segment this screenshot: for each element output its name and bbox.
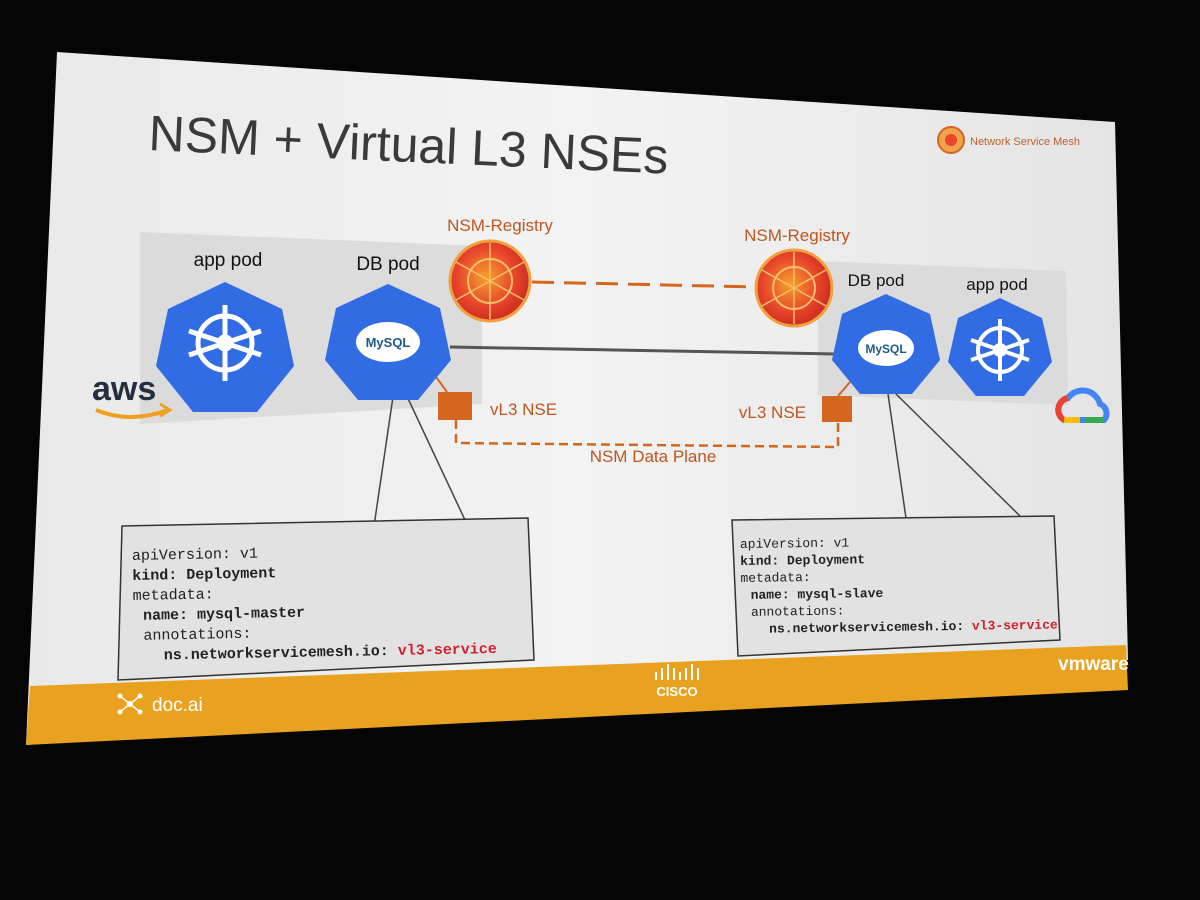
left-nsm-registry: NSM-Registry xyxy=(447,216,553,323)
right-yaml-annotation-line: ns.networkservicemesh.io: vl3-service xyxy=(769,618,1058,637)
callout-line-left-b xyxy=(403,389,466,521)
right-yaml-kind: kind: Deployment xyxy=(740,552,865,569)
left-db-pod: MySQL DB pod xyxy=(325,254,451,400)
aws-logo: aws xyxy=(92,370,173,419)
docai-logo: doc.ai xyxy=(117,693,203,716)
right-db-pod-label: DB pod xyxy=(848,271,905,290)
nsm-brand-logo: Network Service Mesh xyxy=(937,126,1080,154)
brand-text: Network Service Mesh xyxy=(970,136,1080,148)
callout-line-left-a xyxy=(373,389,395,527)
db-to-nse-right xyxy=(837,381,851,397)
k8s-helm-icon xyxy=(970,319,1030,381)
right-vl3-nse-label: vL3 NSE xyxy=(739,403,806,422)
right-mysql-text: MySQL xyxy=(865,342,906,356)
left-app-pod-label: app pod xyxy=(194,250,263,271)
left-yaml-annotations: annotations: xyxy=(143,626,251,645)
right-yaml-annotations: annotations: xyxy=(751,604,845,620)
left-vl3-nse-box xyxy=(438,392,472,420)
left-yaml-apiversion: apiVersion: v1 xyxy=(132,546,258,565)
data-plane-dashed-path xyxy=(454,420,840,449)
left-app-pod: app pod xyxy=(156,250,294,412)
left-yaml-name: name: mysql-master xyxy=(143,605,305,625)
right-db-pod: MySQL DB pod xyxy=(832,271,940,394)
mysql-database-icon xyxy=(356,322,420,362)
right-nsm-registry: NSM-Registry xyxy=(744,226,850,328)
vmware-logo: vmware xyxy=(1058,654,1129,675)
footer-band xyxy=(26,645,1128,745)
registry-dashed-link xyxy=(531,280,757,289)
callout-line-right-b xyxy=(895,393,1021,517)
left-vl3-nse-label: vL3 NSE xyxy=(490,400,557,419)
left-yaml-metadata: metadata: xyxy=(133,586,214,605)
left-yaml-annotation-line: ns.networkservicemesh.io: vl3-service xyxy=(164,641,497,664)
db-pod-link xyxy=(449,345,837,356)
left-yaml-kind: kind: Deployment xyxy=(132,565,276,585)
left-yaml-callout: apiVersion: v1 kind: Deployment metadata… xyxy=(117,517,535,681)
docai-text: doc.ai xyxy=(152,695,203,716)
cisco-text: CISCO xyxy=(656,684,697,699)
cisco-logo: CISCO xyxy=(655,664,699,699)
data-plane-label: NSM Data Plane xyxy=(590,447,717,466)
callout-line-right-a xyxy=(887,393,907,519)
right-yaml-name: name: mysql-slave xyxy=(751,586,884,603)
right-app-pod: app pod xyxy=(948,275,1052,396)
docai-network-icon xyxy=(117,693,143,715)
right-app-pod-label: app pod xyxy=(966,275,1027,294)
right-registry-label: NSM-Registry xyxy=(744,226,850,245)
aws-smile-icon xyxy=(95,408,169,419)
right-vl3-nse-box xyxy=(822,396,852,422)
google-cloud-icon xyxy=(1055,387,1110,423)
right-yaml-apiversion: apiVersion: v1 xyxy=(740,535,850,552)
left-mysql-text: MySQL xyxy=(366,335,411,350)
right-yaml-callout: apiVersion: v1 kind: Deployment metadata… xyxy=(731,515,1061,657)
aws-logo-text: aws xyxy=(92,370,156,408)
mysql-database-icon xyxy=(858,330,914,366)
left-db-pod-label: DB pod xyxy=(356,254,419,275)
k8s-helm-icon xyxy=(188,305,262,381)
right-yaml-metadata: metadata: xyxy=(740,570,810,586)
left-registry-label: NSM-Registry xyxy=(447,216,553,235)
cisco-bars-icon xyxy=(655,664,699,680)
